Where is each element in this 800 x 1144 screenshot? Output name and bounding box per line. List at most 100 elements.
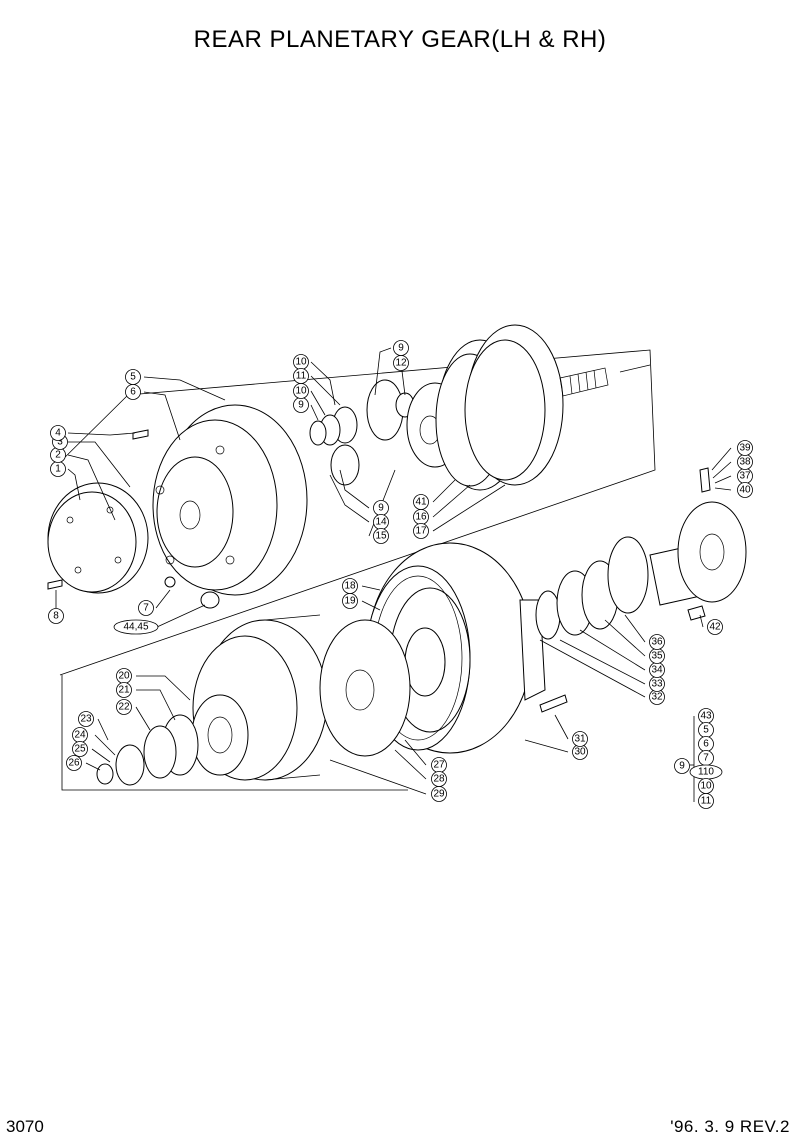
callout-label: 9 bbox=[298, 400, 304, 411]
callout-11: 11 bbox=[293, 368, 309, 384]
callout-label: 26 bbox=[68, 758, 80, 769]
callout-2: 2 bbox=[50, 447, 66, 463]
callout-label: 7 bbox=[143, 603, 149, 614]
callout-label: 25 bbox=[74, 744, 86, 755]
callout-label: 28 bbox=[433, 774, 445, 785]
callout-7: 7 bbox=[698, 750, 714, 766]
callout-11: 11 bbox=[698, 793, 714, 809]
planet-carrier bbox=[406, 324, 564, 491]
ring-gear-assembly bbox=[96, 614, 411, 786]
callout-24: 24 bbox=[72, 727, 88, 743]
callout-6: 6 bbox=[125, 384, 141, 400]
callout-44-45: 44,45 bbox=[113, 619, 159, 635]
callout-label: 9 bbox=[398, 343, 404, 354]
fasteners bbox=[47, 429, 568, 713]
callout-label: 35 bbox=[651, 651, 663, 662]
callout-label: 9 bbox=[378, 503, 384, 514]
callout-label: 2 bbox=[55, 450, 61, 461]
callout-label: 5 bbox=[703, 725, 709, 736]
callout-12: 12 bbox=[393, 355, 409, 371]
callout-label: 22 bbox=[118, 702, 130, 713]
callout-26: 26 bbox=[66, 755, 82, 771]
callout-label: 3 bbox=[57, 437, 63, 448]
callout-28: 28 bbox=[431, 771, 447, 787]
callout-label: 17 bbox=[415, 526, 427, 537]
callout-label: 21 bbox=[118, 685, 130, 696]
callout-label: 5 bbox=[130, 372, 136, 383]
callout-label: 32 bbox=[651, 692, 663, 703]
callout-7: 7 bbox=[138, 600, 154, 616]
callout-36: 36 bbox=[649, 634, 665, 650]
callout-label: 27 bbox=[433, 760, 445, 771]
callout-label: 15 bbox=[375, 531, 387, 542]
callout-label: 14 bbox=[375, 517, 387, 528]
callout-label: 29 bbox=[433, 789, 445, 800]
callout-25: 25 bbox=[72, 741, 88, 757]
callout-10: 10 bbox=[293, 354, 309, 370]
callout-40: 40 bbox=[737, 482, 753, 498]
callout-label: 19 bbox=[344, 596, 356, 607]
callout-label: 6 bbox=[130, 387, 136, 398]
callout-label: 33 bbox=[651, 679, 663, 690]
callout-label: 24 bbox=[74, 730, 86, 741]
callout-18: 18 bbox=[342, 578, 358, 594]
planet-gear-set bbox=[309, 379, 415, 486]
callout-37: 37 bbox=[737, 468, 753, 484]
callout-41: 41 bbox=[413, 494, 429, 510]
callout-label: 23 bbox=[80, 714, 92, 725]
end-cover-plate bbox=[47, 482, 149, 594]
callout-label: 37 bbox=[739, 471, 751, 482]
callout-9: 9 bbox=[674, 758, 690, 774]
callout-30: 30 bbox=[572, 744, 588, 760]
callout-35: 35 bbox=[649, 648, 665, 664]
callout-39: 39 bbox=[737, 440, 753, 456]
callout-label: 18 bbox=[344, 581, 356, 592]
callout-10: 10 bbox=[698, 778, 714, 794]
callout-label: 11 bbox=[701, 796, 712, 807]
callout-label: 31 bbox=[574, 734, 586, 745]
callout-label: 12 bbox=[395, 358, 407, 369]
callout-label: 110 bbox=[698, 767, 714, 778]
callout-19: 19 bbox=[342, 593, 358, 609]
callout-38: 38 bbox=[737, 454, 753, 470]
hub-flange bbox=[152, 404, 308, 596]
callout-label: 30 bbox=[574, 747, 586, 758]
callout-9: 9 bbox=[373, 500, 389, 516]
callout-label: 4 bbox=[55, 428, 61, 439]
bearing-set bbox=[535, 536, 649, 640]
callout-label: 34 bbox=[651, 665, 663, 676]
axle-spindle bbox=[649, 467, 747, 621]
callout-29: 29 bbox=[431, 786, 447, 802]
page-number: 3070 bbox=[6, 1117, 44, 1136]
callout-34: 34 bbox=[649, 662, 665, 678]
callout-8: 8 bbox=[48, 608, 64, 624]
callout-label: 6 bbox=[703, 739, 709, 750]
callout-label: 43 bbox=[700, 711, 712, 722]
callout-22: 22 bbox=[116, 699, 132, 715]
callout-31: 31 bbox=[572, 731, 588, 747]
callout-label: 7 bbox=[703, 753, 709, 764]
callout-label: 10 bbox=[700, 781, 712, 792]
leader-lines bbox=[55, 347, 732, 802]
callout-43: 43 bbox=[698, 708, 714, 724]
callout-label: 16 bbox=[415, 512, 427, 523]
revision-date: '96. 3. 9 REV.2 bbox=[670, 1117, 790, 1136]
callout-label: 8 bbox=[53, 611, 59, 622]
callout-21: 21 bbox=[116, 682, 132, 698]
callout-9: 9 bbox=[293, 397, 309, 413]
callout-4: 4 bbox=[50, 425, 66, 441]
callout-label: 40 bbox=[739, 485, 751, 496]
callout-6: 6 bbox=[698, 736, 714, 752]
callout-label: 41 bbox=[415, 497, 427, 508]
callout-label: 11 bbox=[296, 371, 307, 382]
callout-1: 1 bbox=[50, 461, 66, 477]
callout-27: 27 bbox=[431, 757, 447, 773]
callout-10: 10 bbox=[293, 383, 309, 399]
callout-17: 17 bbox=[413, 523, 429, 539]
callout-14: 14 bbox=[373, 514, 389, 530]
callout-label: 10 bbox=[295, 386, 307, 397]
callout-5: 5 bbox=[125, 369, 141, 385]
assembly-outline bbox=[51, 349, 656, 791]
callout-9: 9 bbox=[393, 340, 409, 356]
